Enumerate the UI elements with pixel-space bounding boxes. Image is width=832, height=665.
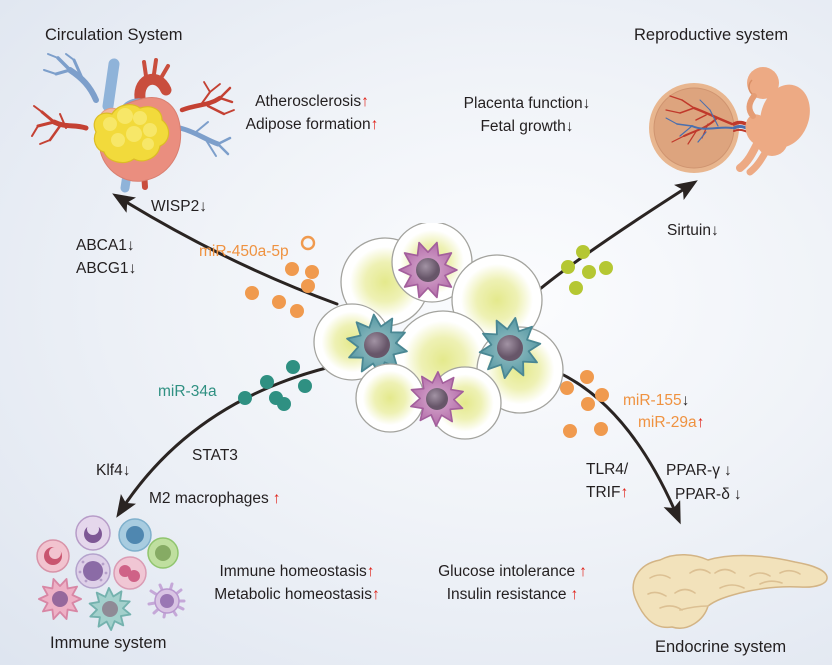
exosome-dots-orange-endocrine: [560, 370, 609, 438]
circulation-title: Circulation System: [45, 24, 183, 47]
mir-450a-5p-label: miR-450a-5p: [199, 243, 289, 260]
abc-transporters-label: ABCA1↓ ABCG1↓: [76, 234, 136, 280]
immune-outcomes: Immune homeostasis↑ Metabolic homeostasi…: [192, 560, 402, 606]
reproductive-outcomes: Placenta function↓ Fetal growth↓: [446, 92, 608, 138]
mir-34a-label: miR-34a: [158, 383, 217, 400]
eosinophil-pink: [36, 539, 70, 573]
immune-homeostasis-line: Immune homeostasis↑: [219, 563, 375, 580]
pancreas-illustration: [632, 554, 828, 629]
adipocyte-cluster-illustration: [313, 223, 564, 440]
wisp2-label: WISP2↓: [151, 198, 207, 215]
placenta-function-line: Placenta function↓: [463, 95, 591, 112]
granulocyte-lobed-pink: [113, 556, 147, 590]
adipose-formation-line: Adipose formation↑: [245, 116, 379, 133]
reproductive-title-text: Reproductive system: [634, 26, 789, 44]
immune-cells-illustration: [36, 515, 186, 635]
ppar-gamma-label: PPAR-γ↓: [666, 462, 732, 479]
klf4-label: Klf4↓: [96, 462, 131, 479]
exosome-dots-teal-immune: [238, 360, 312, 411]
tlr4-line: TLR4/: [586, 461, 629, 478]
stem-cell-teal-left: [340, 309, 414, 381]
left-artery-tree: [31, 105, 89, 145]
immune-title: Immune system: [50, 632, 166, 655]
ppar-delta-label: PPAR-δ↓: [675, 486, 742, 503]
abcg1-line: ABCG1↓: [76, 260, 137, 277]
monocyte-lavender: [75, 515, 111, 551]
lymphocyte-blue: [118, 518, 152, 552]
insulin-resistance-line: Insulin resistance↑: [446, 586, 579, 603]
right-vein-tree: [177, 121, 232, 157]
pancreas-body: [632, 554, 828, 629]
endocrine-title: Endocrine system: [655, 636, 786, 659]
placenta-fetus-illustration: [649, 67, 810, 176]
lymphocyte-green: [147, 537, 179, 569]
arrow-to-immune: [116, 365, 332, 518]
stem-cell-pink-top: [398, 241, 458, 299]
circulation-outcomes: Atherosclerosis↑ Adipose formation↑: [226, 90, 398, 136]
exosome-dots-green-reproductive: [561, 245, 613, 295]
abca1-line: ABCA1↓: [76, 237, 135, 254]
heart-adipose-tissue: [93, 104, 170, 164]
tlr4-trif-label: TLR4/ TRIF↑: [586, 458, 628, 504]
endocrine-title-text: Endocrine system: [655, 638, 787, 656]
stat3-label: STAT3: [192, 447, 238, 464]
m2-macrophages-label: M2 macrophages↑: [149, 490, 281, 507]
stem-cell-pink-bottom: [401, 364, 473, 434]
fetus: [736, 67, 810, 176]
atherosclerosis-line: Atherosclerosis↑: [255, 93, 369, 110]
right-artery-tree: [179, 81, 235, 116]
glucose-intolerance-line: Glucose intolerance↑: [438, 563, 587, 580]
trif-line: TRIF↑: [586, 484, 629, 501]
placenta-veins: [665, 99, 733, 143]
reproductive-title: Reproductive system: [634, 24, 788, 47]
heart-illustration: [31, 53, 235, 193]
pancreas-lobules: [647, 568, 801, 611]
endocrine-outcomes: Glucose intolerance↑ Insulin resistance↑: [415, 560, 610, 606]
arrow-to-circulation: [112, 193, 339, 306]
exosome-dots-orange-circulation: [245, 235, 319, 318]
mir-29a-label: miR-29a↑: [638, 414, 705, 431]
immune-title-text: Immune system: [50, 634, 167, 652]
fetal-growth-line: Fetal growth↓: [480, 118, 574, 135]
macrophage-pink-star: [37, 578, 83, 620]
metabolic-homeostasis-line: Metabolic homeostasis↑: [214, 586, 380, 603]
neutrophil-speckled: [75, 553, 111, 589]
arrow-to-reproductive: [538, 180, 698, 291]
circulation-title-text: Circulation System: [45, 26, 183, 44]
mir-155-label: miR-155↓: [623, 392, 690, 409]
upper-vein-tree: [43, 53, 99, 103]
stem-cell-teal-right: [474, 314, 546, 382]
macrophage-teal-star: [83, 583, 137, 635]
sirtuin-label: Sirtuin↓: [667, 222, 719, 239]
dendritic-cell: [147, 582, 186, 619]
